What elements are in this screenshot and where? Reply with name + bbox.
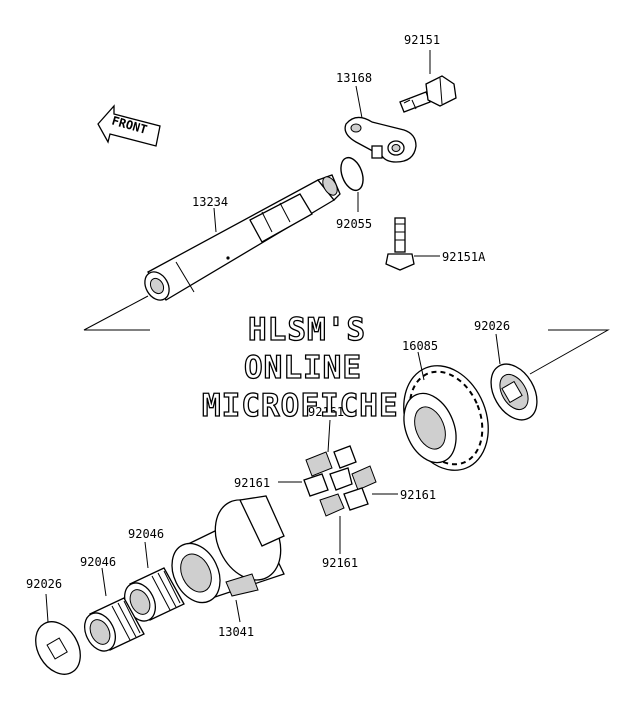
bearing-92046-upper: [124, 567, 185, 622]
shaft-13234: [144, 174, 341, 301]
bearing-92046-lower: [84, 597, 145, 652]
bolt-92151a: [385, 217, 415, 271]
hub-13041: [171, 495, 285, 604]
front-arrow-icon: FRONT: [97, 104, 161, 147]
lever-13168: [344, 116, 417, 163]
label-13168: 13168: [336, 71, 372, 85]
watermark: HLSM'S ONLINE MICROFICHE: [201, 311, 399, 424]
washer-92026-right: [490, 363, 538, 421]
label-92151a: 92151A: [442, 250, 486, 264]
damper-pads-92161: [303, 445, 377, 517]
bolt-92151: [399, 75, 457, 113]
watermark-line-2: ONLINE: [244, 350, 362, 386]
gear-16085: [403, 365, 489, 471]
label-92026-left: 92026: [26, 577, 62, 591]
label-92046-lower: 92046: [80, 555, 116, 569]
label-92161-top: 92161: [308, 405, 344, 419]
o-ring-92055: [340, 156, 364, 192]
label-92055: 92055: [336, 217, 372, 231]
label-92026-right: 92026: [474, 319, 510, 333]
label-92161-right: 92161: [400, 488, 436, 502]
label-92046-upper: 92046: [128, 527, 164, 541]
label-92161-left: 92161: [234, 476, 270, 490]
label-92161-bottom: 92161: [322, 556, 358, 570]
label-13234: 13234: [192, 195, 228, 209]
leader-lines: [45, 50, 610, 623]
label-16085: 16085: [402, 339, 438, 353]
label-92151: 92151: [404, 33, 440, 47]
label-13041: 13041: [218, 625, 254, 639]
watermark-line-3: MICROFICHE: [202, 388, 399, 424]
washer-92026-left: [35, 621, 81, 675]
watermark-line-1: HLSM'S: [248, 312, 366, 348]
